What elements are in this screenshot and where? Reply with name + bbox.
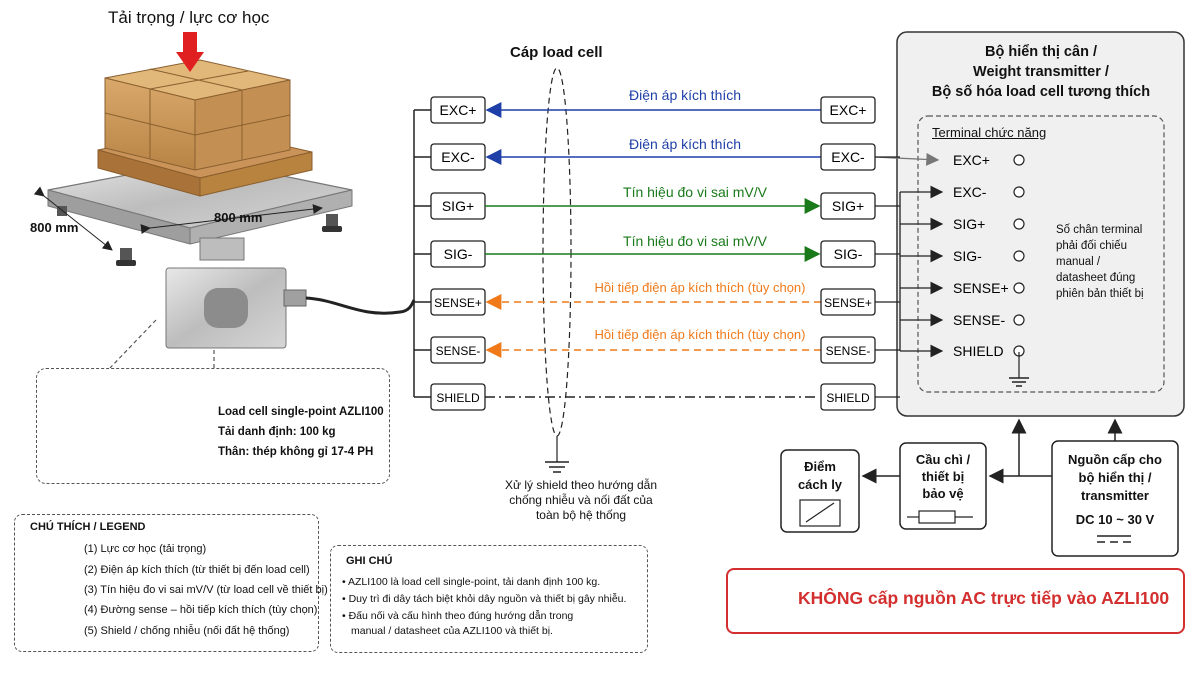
device-terminal-column: EXC+ EXC- SIG+ SIG- SENSE+ SENSE- SHIELD [820, 96, 876, 411]
terminal-screw-icon [1013, 314, 1025, 326]
device-inner-terminal-label: SIG+ [953, 216, 985, 232]
wire-label-sense-plus: Hồi tiếp điện áp kích thích (tùy chọn) [594, 280, 806, 295]
legend-title: CHÚ THÍCH / LEGEND [30, 521, 146, 533]
cable-terminal-label: SIG- [444, 246, 473, 262]
wire-label-exc-minus: Điện áp kích thích [628, 136, 742, 152]
cable-terminal-label: SIG+ [442, 198, 474, 214]
cable-terminal-box [430, 143, 486, 171]
device-inner-terminal-label: SHIELD [953, 343, 1004, 359]
note-item-continuation: manual / datasheet của AZLI100 và thiết … [351, 625, 553, 637]
terminal-group-box [917, 115, 1165, 393]
note-item: • Duy trì đi dây tách biệt khỏi dây nguồ… [342, 593, 627, 605]
cable-terminal-label: EXC+ [440, 102, 477, 118]
legend-box [14, 514, 319, 652]
wire-label-sense-minus: Hồi tiếp điện áp kích thích (tùy chọn) [594, 327, 806, 342]
cable-terminal-label: EXC- [441, 149, 475, 165]
pallet-front [199, 151, 313, 197]
warning-text: KHÔNG cấp nguồn AC trực tiếp vào AZLI100 [798, 588, 1170, 608]
notes-box [330, 545, 648, 653]
force-arrow-shaft [183, 32, 197, 54]
device-inner-terminals: EXC+ EXC- SIG+ SIG- SENSE+ SENSE- SHIELD [874, 152, 1025, 398]
device-inner-terminal-label: EXC+ [953, 152, 990, 168]
notes-list: • AZLI100 là load cell single-point, tải… [342, 575, 642, 639]
cable-terminal-column: EXC+ EXC- SIG+ SIG- SENSE+ SENSE- SHIELD [413, 96, 486, 411]
cable-terminal-label: SENSE+ [434, 296, 482, 310]
device-ground-symbol [1009, 352, 1029, 387]
device-terminal-label: EXC+ [830, 102, 867, 118]
dc-symbol [1097, 535, 1131, 543]
dimension-side-label: 800 mm [30, 220, 79, 235]
cable-shield-ellipse [542, 67, 572, 437]
power-voltage: DC 10 ~ 30 V [1075, 512, 1155, 527]
shield-ground-symbol [545, 461, 569, 473]
device-inner-terminal-label: EXC- [953, 184, 987, 200]
notes-title: GHI CHÚ [346, 555, 393, 567]
cable-terminal-label: SENSE- [436, 344, 481, 358]
cable-terminal-box [430, 288, 486, 316]
dimension-front-label: 800 mm [214, 210, 263, 225]
device-title: Bộ hiển thị cân /Weight transmitter /Bộ … [931, 44, 1151, 100]
cable-terminal-box [430, 336, 486, 364]
wire-label-exc-plus: Điện áp kích thích [628, 87, 742, 103]
load-cell-gland [283, 289, 307, 307]
device-terminal-label: SIG- [834, 246, 863, 262]
terminal-screw-icon [1013, 282, 1025, 294]
scale-foot-pad [116, 260, 136, 266]
legend-item: (4) Đường sense – hồi tiếp kích thích (t… [84, 604, 318, 616]
device-terminal-label: SHIELD [826, 391, 870, 405]
terminal-screw-icon [1013, 218, 1025, 230]
note-item: • Đấu nối và cấu hình theo đúng hướng dẫ… [342, 610, 574, 622]
wire-label-sig-minus: Tín hiệu đo vi sai mV/V [623, 233, 767, 249]
scale-foot [120, 248, 132, 262]
scale-foot-pad [322, 226, 342, 232]
terminal-screw-icon [1013, 186, 1025, 198]
device-terminal-label: SENSE- [826, 344, 871, 358]
note-item: • AZLI100 là load cell single-point, tải… [342, 576, 601, 588]
load-cell-hole [204, 288, 248, 328]
device-panel [896, 31, 1185, 417]
cable-title: Cáp load cell [510, 44, 603, 61]
legend-item: (1) Lực cơ học (tải trọng) [84, 543, 207, 555]
load-cell-callout [36, 368, 390, 484]
terminal-screw-icon [1013, 250, 1025, 262]
load-label: Tải trọng / lực cơ học [108, 8, 270, 27]
isolation-symbol [799, 499, 841, 527]
device-inner-terminal-label: SIG- [953, 248, 982, 264]
dimension-front-line [140, 204, 323, 235]
cardboard-boxes [104, 59, 291, 171]
legend-item: (3) Tín hiệu đo vi sai mV/V (từ load cel… [84, 584, 328, 596]
fuse-box [899, 442, 987, 530]
force-arrow-head [176, 52, 204, 72]
legend-item: (5) Shield / chống nhiễu (nối đất hệ thố… [84, 625, 290, 637]
terminal-screw-icon [1013, 154, 1025, 166]
cable-terminal-box [430, 96, 486, 124]
scale-foot [326, 214, 338, 228]
device-inner-terminal-label: SENSE- [953, 312, 1005, 328]
load-cell-mount [199, 237, 245, 261]
legend-item: (2) Điện áp kích thích (từ thiết bị đến … [84, 564, 310, 576]
load-cell-cable [305, 296, 416, 315]
cable-terminal-label: SHIELD [436, 391, 480, 405]
device-terminal-label: EXC- [831, 149, 865, 165]
signal-wires [485, 102, 821, 398]
device-inner-terminal-label: SENSE+ [953, 280, 1009, 296]
terminal-group-header: Terminal chức năng [932, 125, 1047, 140]
device-terminal-label: SIG+ [832, 198, 864, 214]
device-terminal-box [820, 96, 876, 124]
fuse-symbol [918, 510, 956, 524]
wire-label-sig-plus: Tín hiệu đo vi sai mV/V [623, 184, 767, 200]
device-terminal-label: SENSE+ [824, 296, 872, 310]
warning-box [726, 568, 1185, 634]
dimension-side-line [33, 186, 113, 251]
scale-illustration [33, 32, 416, 369]
